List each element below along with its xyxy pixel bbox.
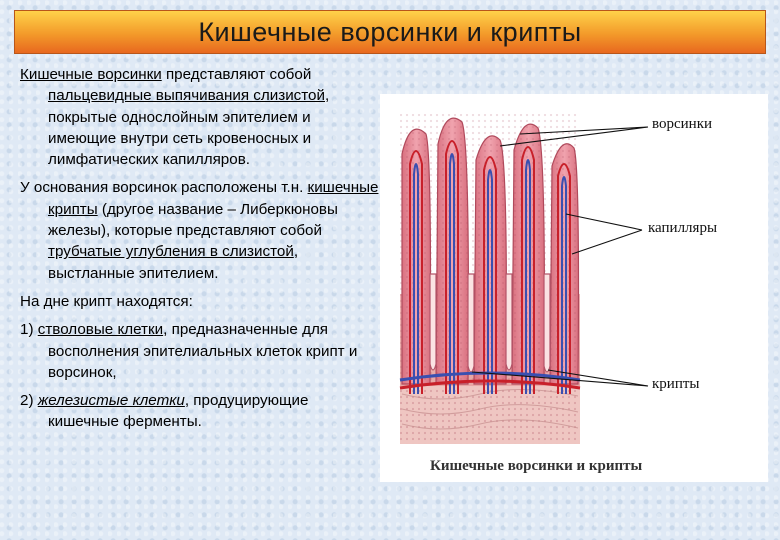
- list-item-stem-cells: 1) стволовые клетки, предназначенные для…: [20, 319, 380, 383]
- crypts: [429, 273, 551, 373]
- text-span: У основания ворсинок расположены т.н.: [20, 179, 308, 197]
- capillaries: [399, 140, 581, 394]
- paragraph-villi: Кишечные ворсинки представляют собой пал…: [20, 64, 380, 170]
- term-projections: пальцевидные выпячивания слизистой: [48, 87, 325, 105]
- text-span: , покрытые однослойным эпителием и имеющ…: [48, 87, 330, 169]
- paragraph-crypts: У основания ворсинок расположены т.н. ки…: [20, 177, 380, 283]
- villi-illustration: ворсинки капилляры крипты Кишечные ворси…: [380, 94, 768, 482]
- term-glandular-cells: железистые клетки: [37, 392, 185, 410]
- slide-title: Кишечные ворсинки и крипты: [198, 16, 582, 47]
- list-number: 2): [20, 392, 34, 410]
- text-span: , предназначенные для восполнения эпител…: [48, 321, 358, 381]
- list-item-glandular-cells: 2) железистые клетки, продуцирующие кише…: [20, 390, 380, 433]
- term-crypts: кишечные крипты: [48, 179, 379, 218]
- term-tubular-depressions: трубчатые углубления в слизистой: [48, 243, 294, 261]
- term-villi: Кишечные ворсинки: [20, 66, 162, 83]
- list-number: 1): [20, 321, 34, 339]
- paragraph-crypt-bottom: На дне крипт находятся:: [20, 292, 193, 310]
- term-stem-cells: стволовые клетки: [37, 321, 164, 339]
- figure-caption: Кишечные ворсинки и крипты: [430, 458, 643, 474]
- text-column: Кишечные ворсинки представляют собой пал…: [20, 64, 380, 440]
- label-villi: ворсинки: [652, 116, 713, 132]
- label-capillaries: капилляры: [648, 220, 718, 236]
- pointer-lines: [471, 126, 649, 387]
- villi-drawing: [399, 114, 649, 444]
- title-bar: Кишечные ворсинки и крипты: [14, 10, 766, 54]
- text-span: , продуцирующие кишечные ферменты.: [48, 392, 309, 431]
- text-span: представляют собой: [161, 66, 312, 83]
- label-crypts: крипты: [652, 376, 700, 392]
- text-span: , выстланные эпителием.: [48, 243, 299, 282]
- text-span: (другое название – Либеркюновы железы), …: [48, 200, 338, 240]
